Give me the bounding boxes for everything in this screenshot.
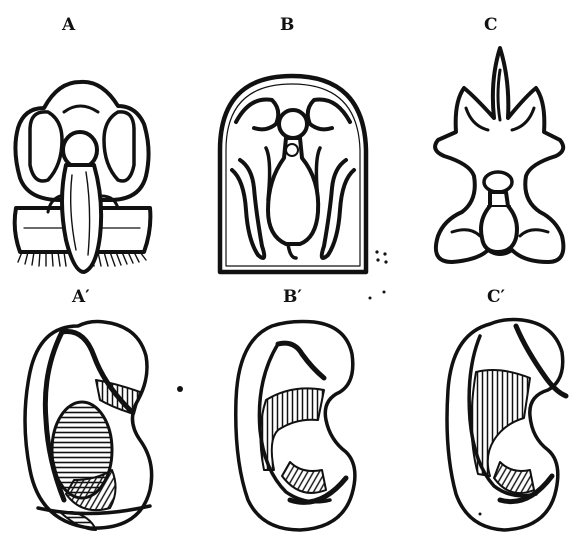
panel-b-prime-illustration [236,291,386,531]
panel-b-illustration [220,76,388,272]
label-b-prime: B′ [283,287,302,307]
panel-c-illustration [435,48,563,262]
label-c-prime: C′ [487,287,506,307]
panel-c-prime-illustration [447,320,566,531]
label-a: A [61,15,76,35]
label-b: B [280,15,294,35]
panel-a-prime-illustration [25,322,183,531]
label-a-prime: A′ [71,287,90,307]
panel-a-illustration [15,82,151,272]
label-c: C [484,15,498,35]
